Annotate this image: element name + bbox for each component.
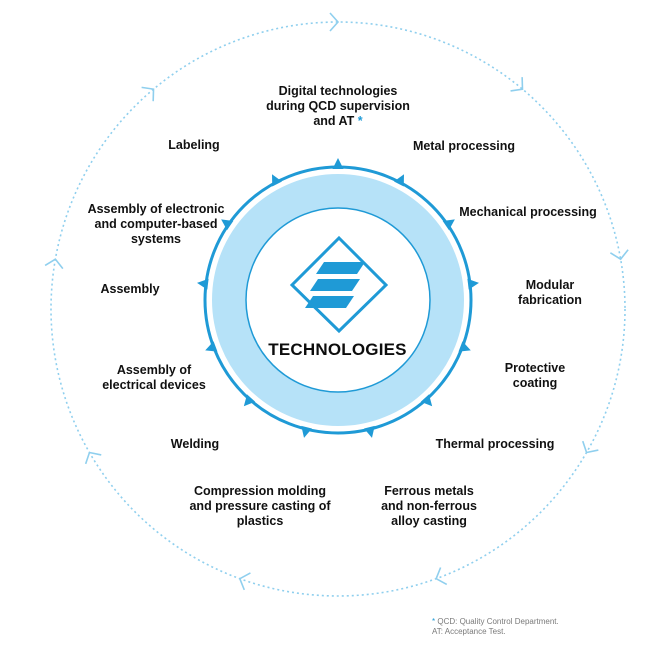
center-title: TECHNOLOGIES <box>268 340 407 359</box>
label-thermal-processing: Thermal processing <box>435 437 555 451</box>
label-protective-coating: Protective coating <box>504 361 566 390</box>
ring-band <box>212 174 464 426</box>
label-metal-processing: Metal processing <box>412 139 516 153</box>
ring-tick <box>364 425 375 438</box>
ring-tick <box>467 278 479 290</box>
label-labeling: Labeling <box>168 138 220 152</box>
label-digital-technologies: Digital technologies during QCD supervis… <box>266 84 410 129</box>
ring-tick <box>243 394 256 407</box>
label-assembly-electronic: Assembly of electronic and computer-base… <box>87 202 225 246</box>
ring-tick <box>272 174 282 187</box>
footnote-line-1: QCD: Quality Control Department. <box>437 617 559 626</box>
footnote-line-2: AT: Acceptance Test. <box>432 627 506 636</box>
chevron-arrow-icon <box>329 12 340 32</box>
footnote: * QCD: Quality Control Department. AT: A… <box>432 617 559 637</box>
chevron-arrow-icon <box>141 86 155 102</box>
ring-tick <box>205 341 218 352</box>
label-compression-molding: Compression molding and pressure casting… <box>189 484 331 528</box>
footnote-star: * <box>432 617 436 626</box>
label-text: Digital technologies during QCD supervis… <box>266 84 410 128</box>
chevron-arrow-icon <box>435 567 448 586</box>
footnote-star: * <box>357 114 363 128</box>
ring-tick <box>332 158 344 169</box>
chevron-arrow-icon <box>609 249 629 261</box>
label-assembly-electrical: Assembly of electrical devices <box>102 363 206 392</box>
outer-circle-chevrons <box>44 12 629 591</box>
chevron-arrow-icon <box>44 258 64 270</box>
ring-tick <box>394 174 404 187</box>
ring-tick <box>442 219 455 231</box>
company-logo-icon <box>289 235 389 334</box>
label-ferrous-metals: Ferrous metals and non-ferrous alloy cas… <box>381 484 477 528</box>
label-modular-fabrication: Modular fabrication <box>518 278 582 307</box>
chevron-arrow-icon <box>581 440 599 454</box>
chevron-arrow-icon <box>510 77 524 92</box>
chevron-arrow-icon <box>238 572 251 591</box>
label-mechanical-processing: Mechanical processing <box>459 205 597 219</box>
ring-tick-marks <box>197 158 479 438</box>
ring-tick <box>301 425 312 438</box>
ring-tick <box>197 278 209 290</box>
label-assembly: Assembly <box>100 282 160 296</box>
ring-tick <box>458 341 471 352</box>
ring-tick <box>221 219 234 231</box>
label-welding: Welding <box>170 437 220 451</box>
ring-tick <box>420 394 433 407</box>
chevron-arrow-icon <box>84 451 102 465</box>
